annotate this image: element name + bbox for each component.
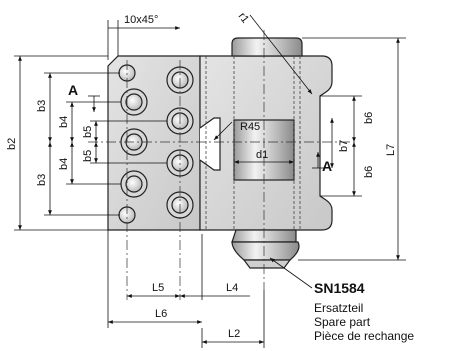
b3-label-bottom: b3: [36, 174, 48, 186]
spare-part-pin-head: [231, 229, 300, 269]
section-mark-right: A: [322, 158, 332, 174]
spare-part-label-fr: Pièce de rechange: [314, 329, 414, 343]
b4-label-top: b4: [58, 116, 70, 128]
spare-part-label-de: Ersatzteil: [314, 301, 363, 315]
hidden-lines: [205, 56, 301, 230]
l7-label: L7: [385, 144, 397, 156]
d1-label: d1: [256, 149, 268, 161]
b6-label-bottom: b6: [363, 166, 375, 178]
section-mark-left: A: [68, 82, 78, 98]
r1-label: r1: [236, 10, 251, 25]
l4-label: L4: [226, 282, 238, 294]
chamfer-label: 10x45°: [124, 14, 158, 26]
l2-label: L2: [228, 328, 240, 340]
countersunk-holes-left: [120, 88, 148, 198]
b2-label: b2: [6, 138, 18, 150]
b5-label-top: b5: [82, 126, 94, 138]
b7-label: b7: [338, 140, 350, 152]
b6-label-top: b6: [363, 112, 375, 124]
r45-label: R45: [240, 121, 260, 133]
b5-label-bottom: b5: [82, 150, 94, 162]
pin-top-head: [231, 37, 303, 57]
dimension-lines: [14, 14, 406, 348]
b4-label-bottom: b4: [58, 158, 70, 170]
l5-label: L5: [152, 282, 164, 294]
spare-part-label-en: Spare part: [314, 315, 371, 329]
center-lines: [88, 30, 350, 300]
l6-label: L6: [155, 308, 167, 320]
b3-label-top: b3: [36, 100, 48, 112]
part-number: SN1584: [314, 280, 365, 296]
